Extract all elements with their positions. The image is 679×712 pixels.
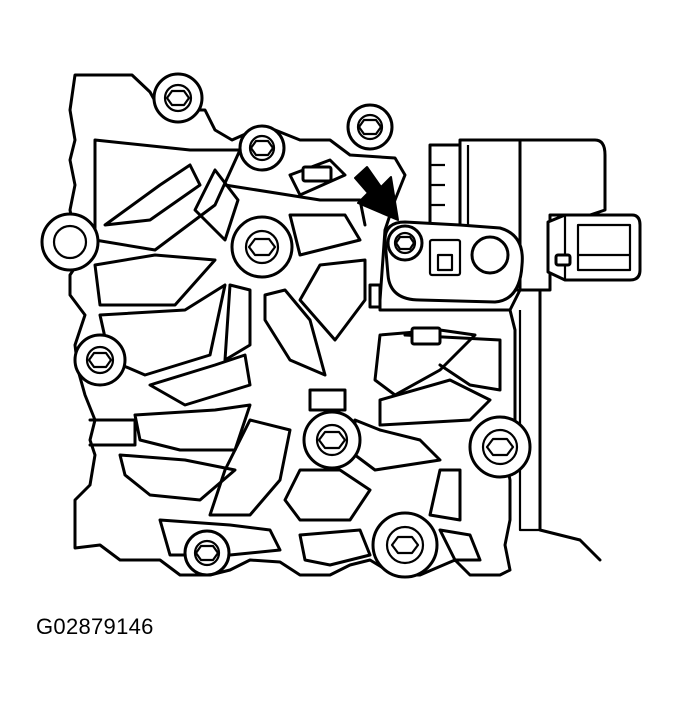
side-plate-outline: [508, 283, 602, 562]
valve-body-outline: [68, 73, 517, 577]
bolt: [302, 410, 362, 470]
bolt: [73, 333, 127, 387]
port-slot: [368, 283, 382, 309]
internal-web-ribs: [88, 138, 502, 567]
figure-id-label: G02879146: [36, 614, 154, 639]
bolt: [152, 72, 204, 124]
bolt: [183, 529, 231, 577]
side-plate-inner: [518, 310, 540, 532]
solenoid-bolt: [386, 224, 424, 262]
bolt: [238, 124, 286, 172]
bolt: [346, 103, 394, 151]
bolt: [468, 415, 532, 479]
electrical-connector: [546, 213, 642, 282]
bolt: [230, 215, 294, 279]
bolt: [40, 212, 100, 272]
bolt: [371, 511, 439, 579]
port-slot: [301, 165, 333, 183]
callout-arrow: [354, 166, 399, 221]
port-slot: [410, 326, 442, 346]
